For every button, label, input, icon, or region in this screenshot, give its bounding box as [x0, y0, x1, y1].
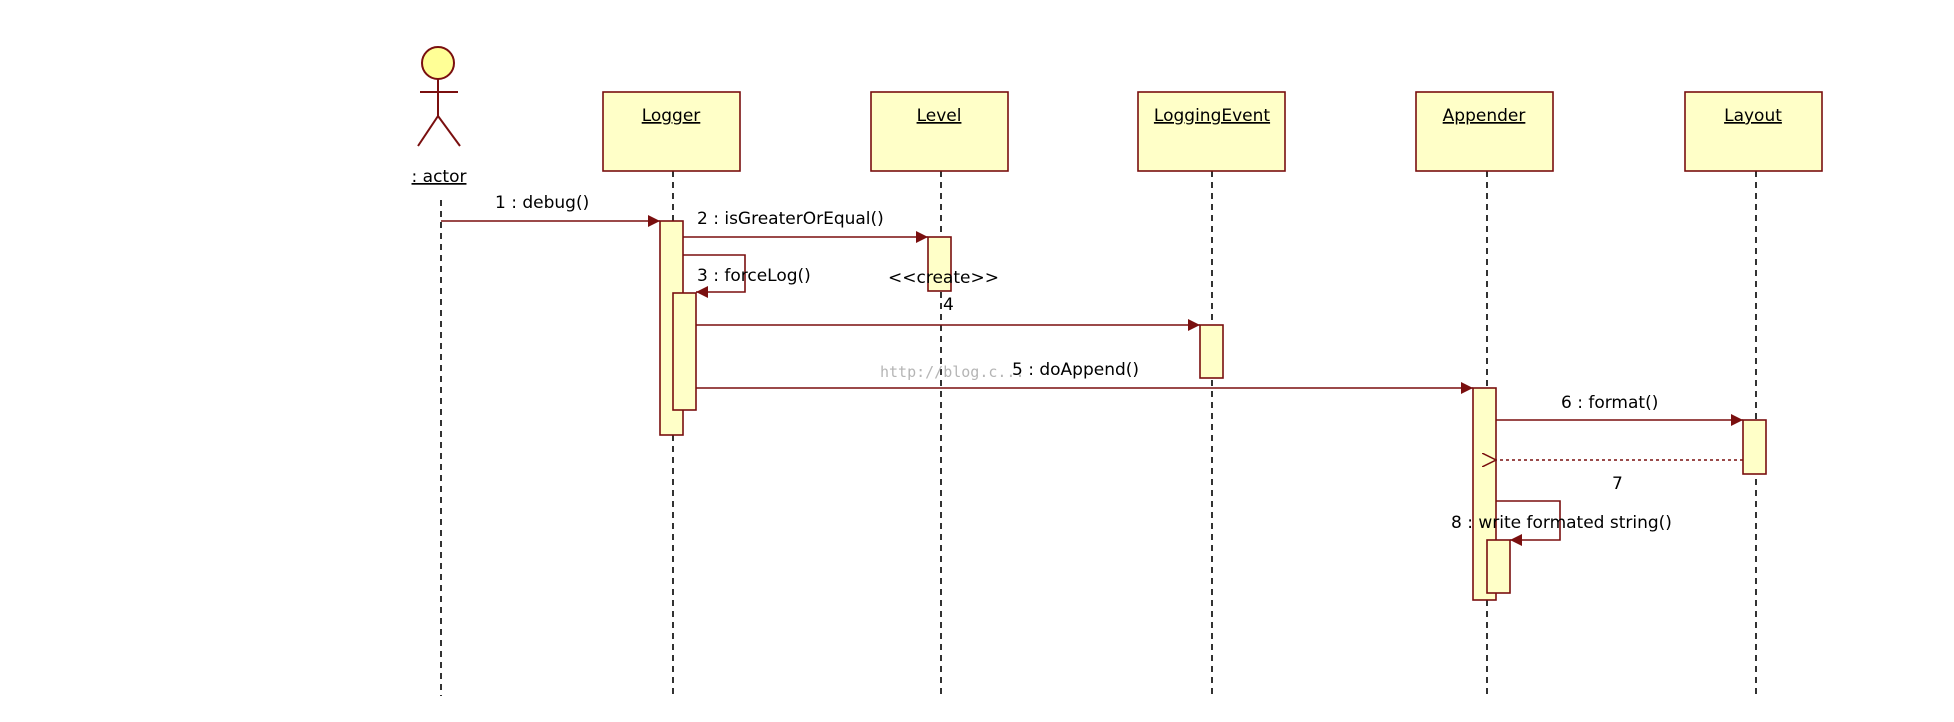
- message-2: 2 : isGreaterOrEqual(): [683, 209, 928, 243]
- message-2-label: 2 : isGreaterOrEqual(): [697, 209, 884, 229]
- watermark: http://blog.c...: [880, 363, 1025, 381]
- actor-name: : actor: [412, 167, 467, 187]
- activation-event: [1199, 324, 1224, 379]
- activation-layout: [1742, 419, 1767, 475]
- message-5: 5 : doAppend(): [696, 360, 1473, 394]
- message-3-arrow: [683, 254, 746, 298]
- lifeline-layout-label: Layout: [1724, 106, 1782, 126]
- message-7: 7: [1496, 460, 1743, 494]
- lifeline-appender-head: Appender: [1415, 91, 1554, 172]
- lifeline-lines: [440, 171, 1757, 696]
- activation-logger-inner: [672, 292, 697, 411]
- actor: : actor: [412, 46, 467, 187]
- message-8-arrow: [1496, 500, 1561, 546]
- message-4: <<create>> 4: [696, 268, 1200, 331]
- lifeline-event-head: LoggingEvent: [1137, 91, 1286, 172]
- actor-leg-right: [437, 115, 461, 147]
- message-6-label: 6 : format(): [1561, 393, 1658, 413]
- message-3: 3 : forceLog(): [683, 254, 811, 298]
- message-1-label: 1 : debug(): [495, 193, 589, 213]
- message-7-label: 7: [1612, 474, 1623, 494]
- message-5-label: 5 : doAppend(): [1012, 360, 1139, 380]
- message-8-label: 8 : write formated string(): [1451, 513, 1672, 533]
- lifeline-logger-label: Logger: [642, 106, 701, 126]
- activation-level: [927, 236, 952, 292]
- message-6: 6 : format(): [1496, 393, 1743, 426]
- lifeline-appender-label: Appender: [1443, 106, 1526, 126]
- lifeline-layout-head: Layout: [1684, 91, 1823, 172]
- actor-head: [421, 46, 455, 80]
- message-3-label: 3 : forceLog(): [697, 266, 811, 286]
- message-1: 1 : debug(): [441, 193, 660, 227]
- lifeline-logger-head: Logger: [602, 91, 741, 172]
- message-8: 8 : write formated string(): [1451, 500, 1672, 546]
- actor-leg-left: [417, 115, 439, 147]
- activation-bars: [659, 220, 1767, 601]
- lifeline-event-label: LoggingEvent: [1154, 106, 1270, 126]
- activation-appender-inner: [1486, 539, 1511, 594]
- lifeline-level-label: Level: [917, 106, 962, 126]
- message-4-label: 4: [943, 295, 954, 315]
- lifeline-level-head: Level: [870, 91, 1009, 172]
- message-4-stereotype: <<create>>: [888, 268, 999, 288]
